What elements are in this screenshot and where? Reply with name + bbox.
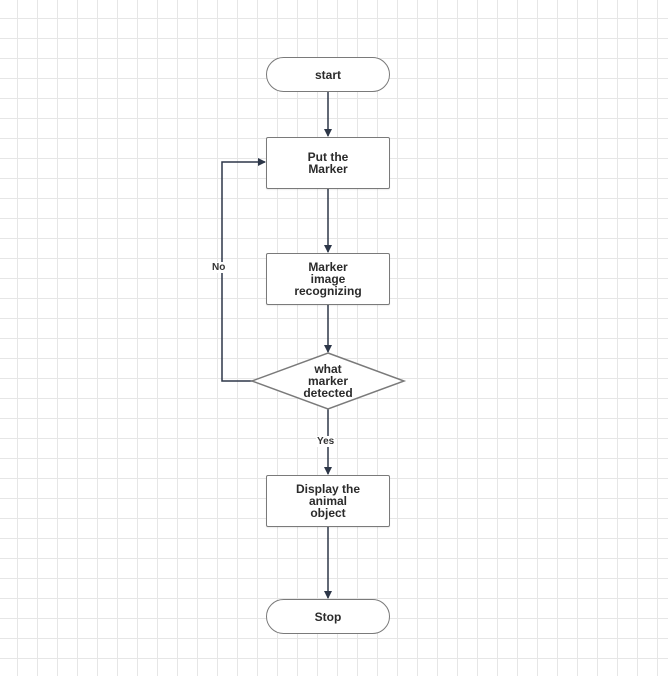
edge-label-yes: Yes bbox=[316, 436, 336, 447]
decision-diamond-shape bbox=[249, 352, 407, 410]
stop-node[interactable]: Stop bbox=[266, 599, 390, 634]
what-marker-detected-decision-node[interactable]: what marker detected bbox=[303, 362, 353, 400]
put-marker-node[interactable]: Put the Marker bbox=[266, 137, 390, 189]
display-animal-object-node[interactable]: Display the animal object bbox=[266, 475, 390, 527]
edge-decision-to-put-marker bbox=[221, 158, 266, 382]
start-node[interactable]: start bbox=[266, 57, 390, 92]
marker-image-recognizing-node[interactable]: Marker image recognizing bbox=[266, 253, 390, 305]
edge-label-no: No bbox=[211, 262, 227, 273]
